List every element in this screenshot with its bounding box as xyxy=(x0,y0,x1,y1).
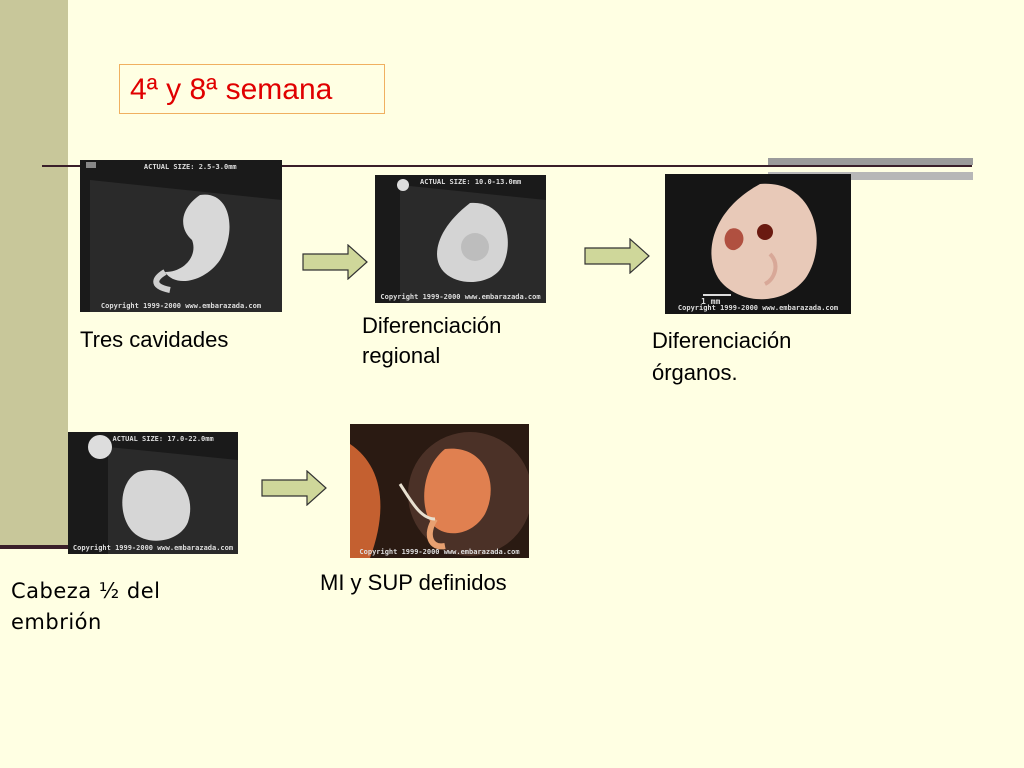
image-caption-bottom: Copyright 1999-2000 www.embarazada.com xyxy=(72,544,234,552)
image-caption-top: ACTUAL SIZE: 10.0-13.0mm xyxy=(420,178,522,186)
title-box: 4ª y 8ª semana xyxy=(119,64,385,114)
label-diferenciacion-organos-1: Diferenciación xyxy=(652,328,792,353)
embryo-week6-image: Copyright 1999-2000 www.embarazada.com 1… xyxy=(665,174,851,314)
image-caption-bottom: Copyright 1999-2000 www.embarazada.com xyxy=(677,304,839,312)
image-caption-bottom: Copyright 1999-2000 www.embarazada.com xyxy=(359,548,520,556)
slide-title: 4ª y 8ª semana xyxy=(130,73,333,106)
image-caption-top: ACTUAL SIZE: 2.5-3.0mm xyxy=(143,163,237,171)
arrow-right-icon xyxy=(584,238,650,274)
scale-label: 1 mm xyxy=(701,297,721,306)
label-tres-cavidades: Tres cavidades xyxy=(80,327,229,352)
image-caption-bottom: Copyright 1999-2000 www.embarazada.com xyxy=(100,302,262,310)
arrow-right-icon xyxy=(302,244,368,280)
label-mi-sup: MI y SUP definidos xyxy=(320,570,507,595)
label-diferenciacion-organos-2: órganos. xyxy=(652,360,738,385)
label-diferenciacion-regional-2: regional xyxy=(362,343,441,368)
label-cabeza-2: embrión xyxy=(11,610,102,634)
image-caption-top: ACTUAL SIZE: 17.0-22.0mm xyxy=(112,435,214,443)
embryo-week7-image: ACTUAL SIZE: 17.0-22.0mm Copyright 1999-… xyxy=(68,432,238,554)
embryo-week8-image: Copyright 1999-2000 www.embarazada.com xyxy=(350,424,529,558)
left-divider xyxy=(0,545,68,549)
arrow-right-icon xyxy=(261,470,327,506)
embryo-week5-image: ACTUAL SIZE: 10.0-13.0mm Copyright 1999-… xyxy=(375,175,546,303)
label-diferenciacion-regional-1: Diferenciación xyxy=(362,313,502,338)
label-cabeza-1: Cabeza ½ del xyxy=(11,579,161,603)
embryo-week4-image: ACTUAL SIZE: 2.5-3.0mm Copyright 1999-20… xyxy=(80,160,282,312)
top-rule xyxy=(42,165,972,167)
image-caption-bottom: Copyright 1999-2000 www.embarazada.com xyxy=(380,293,541,301)
left-decor-band xyxy=(0,0,68,548)
